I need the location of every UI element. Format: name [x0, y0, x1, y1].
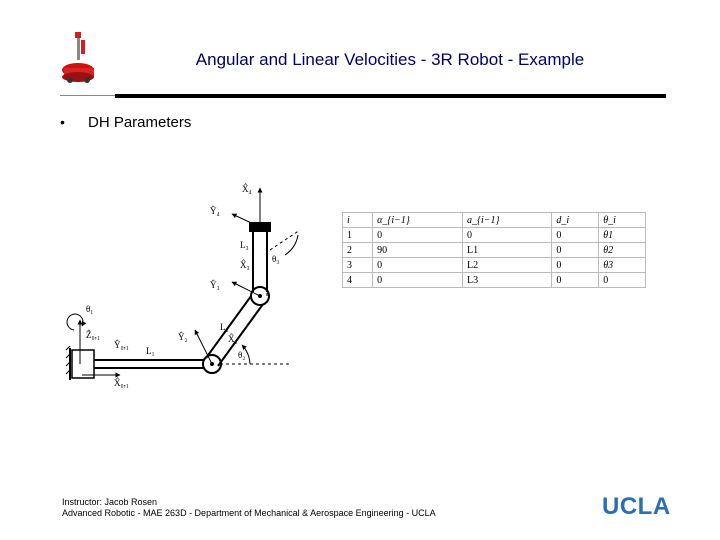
label-theta2: θ₂ — [238, 350, 245, 360]
label-y4: Ŷ₄ — [210, 206, 220, 216]
table-cell: 2 — [341, 242, 374, 258]
table-cell: 0 — [551, 227, 600, 243]
title-rule — [115, 94, 666, 98]
table-header: a_{i−1} — [462, 212, 553, 228]
label-l3: L₃ — [240, 240, 249, 250]
table-header: θ_i — [598, 212, 646, 228]
footer-course: Advanced Robotic - MAE 263D - Department… — [62, 508, 436, 518]
table-header: i — [341, 212, 374, 228]
label-x2: X̂₂ — [228, 333, 238, 344]
robot-logo-icon — [62, 32, 94, 83]
table-cell: 4 — [341, 272, 374, 288]
footer: Instructor: Jacob Rosen Advanced Robotic… — [62, 497, 436, 519]
robot-kinematic-diagram: X̂₄ Ŷ₄ L₃ X̂₃ θ₃ Ŷ₃ L₂ X̂₂ Ŷ₂ θ₂ θ₁ Ẑ₀,₁… — [65, 183, 301, 388]
table-cell: 0 — [551, 257, 600, 273]
ucla-logo: UCLA — [602, 493, 671, 520]
table-cell: 3 — [341, 257, 374, 273]
table-cell: θ1 — [598, 227, 646, 243]
table-header: d_i — [551, 212, 600, 228]
table-cell: 0 — [372, 272, 464, 288]
label-y2: Ŷ₂ — [178, 332, 188, 342]
label-z01: Ẑ₀,₁ — [86, 330, 100, 340]
table-cell: 1 — [341, 227, 374, 243]
table-header-row: i α_{i−1} a_{i−1} d_i θ_i — [341, 212, 646, 228]
table-cell: L3 — [462, 272, 553, 288]
table-cell: 0 — [462, 227, 553, 243]
base-icon — [65, 345, 95, 380]
label-l2: L₂ — [220, 322, 229, 332]
table-header: α_{i−1} — [372, 212, 464, 228]
slide-title: Angular and Linear Velocities - 3R Robot… — [195, 50, 585, 69]
bullet-text: DH Parameters — [88, 114, 192, 131]
label-l1: L₁ — [146, 346, 155, 356]
label-x01: X̂₀,₁ — [114, 377, 129, 388]
link-2 — [205, 291, 255, 359]
footer-instructor: Instructor: Jacob Rosen — [62, 497, 158, 507]
table-row: 4 0 L3 0 0 — [341, 272, 646, 288]
label-x4: X̂₄ — [242, 183, 252, 194]
label-y01: Ŷ₀,₁ — [114, 340, 129, 350]
table-row: 1 0 0 0 θ1 — [341, 227, 646, 243]
table-row: 2 90 L1 0 θ2 — [341, 242, 646, 258]
table-cell: 0 — [372, 227, 464, 243]
table-cell: θ3 — [598, 257, 646, 273]
title-rule-left — [60, 95, 115, 96]
table-cell: 0 — [598, 272, 646, 288]
table-cell: 0 — [372, 257, 464, 273]
label-theta3: θ₃ — [272, 254, 279, 264]
table-cell: 0 — [551, 242, 600, 258]
label-x3: X̂₃ — [240, 259, 250, 270]
table-cell: L1 — [462, 242, 553, 258]
table-cell: 0 — [551, 272, 600, 288]
table-cell: 90 — [372, 242, 464, 258]
table-cell: L2 — [462, 257, 553, 273]
table-row: 3 0 L2 0 θ3 — [341, 257, 646, 273]
table-cell: θ2 — [598, 242, 646, 258]
label-theta1: θ₁ — [86, 304, 93, 314]
dh-parameters-table: i α_{i−1} a_{i−1} d_i θ_i 1 0 0 0 θ1 2 9… — [341, 212, 646, 288]
label-y3: Ŷ₃ — [210, 280, 220, 290]
bullet-icon: • — [60, 114, 65, 130]
